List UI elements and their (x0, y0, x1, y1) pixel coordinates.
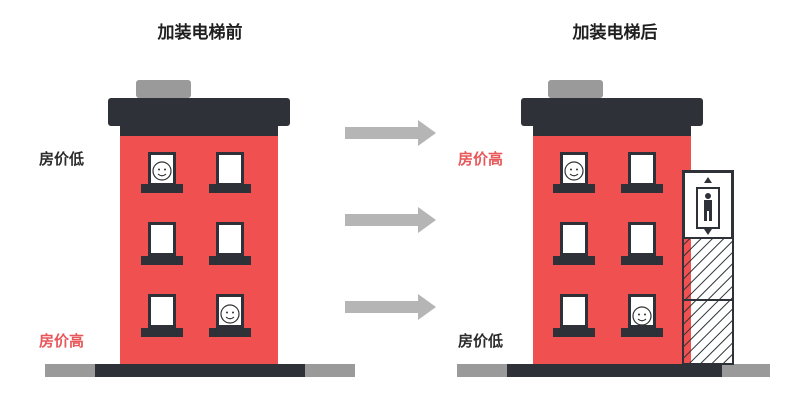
after-balcony (621, 184, 663, 193)
after-balcony (553, 256, 595, 265)
after-window-glass (631, 225, 653, 253)
after-roof-band (533, 126, 691, 136)
after-ground-right (722, 364, 770, 377)
before-balcony (209, 256, 251, 265)
after-ground-left (457, 364, 507, 377)
before-title: 加装电梯前 (157, 23, 243, 43)
arrow-right-icon (345, 120, 436, 146)
after-building (457, 80, 770, 377)
after-title: 加装电梯后 (572, 23, 658, 43)
arrow-right-icon (345, 207, 436, 233)
after-ground-base (507, 364, 722, 377)
arrow-right-icon (345, 294, 436, 320)
before-ground-base (95, 364, 305, 377)
before-window-glass (151, 297, 173, 325)
before-balcony (209, 328, 251, 337)
after-top-price-label: 房价高 (458, 150, 504, 168)
after-chimney (548, 80, 603, 98)
before-building-body (120, 136, 278, 364)
after-window-glass (563, 297, 585, 325)
resident-face-icon (152, 161, 172, 181)
before-bottom-price-label: 房价高 (39, 332, 85, 350)
before-balcony (141, 184, 183, 193)
before-window-glass (219, 225, 241, 253)
resident-face-icon (564, 161, 584, 181)
after-window-glass (631, 155, 653, 183)
before-ground-right (305, 364, 355, 377)
before-balcony (141, 256, 183, 265)
elevator-person-icon (696, 177, 720, 235)
before-top-price-label: 房价低 (39, 150, 85, 168)
resident-face-icon (220, 304, 240, 324)
after-balcony (553, 328, 595, 337)
before-window-glass (151, 225, 173, 253)
after-bottom-price-label: 房价低 (458, 332, 504, 350)
before-roof-band (120, 126, 278, 136)
after-balcony (621, 328, 663, 337)
before-balcony (209, 184, 251, 193)
after-roof (521, 98, 703, 126)
resident-face-icon (632, 306, 652, 326)
before-window-glass (219, 155, 241, 183)
before-ground-left (45, 364, 95, 377)
after-balcony (621, 256, 663, 265)
before-chimney (136, 80, 191, 98)
after-balcony (553, 184, 595, 193)
before-roof (108, 98, 290, 126)
before-building (45, 80, 355, 377)
after-building-body (533, 136, 691, 364)
before-balcony (141, 328, 183, 337)
transition-arrows (345, 120, 436, 320)
after-window-glass (563, 225, 585, 253)
